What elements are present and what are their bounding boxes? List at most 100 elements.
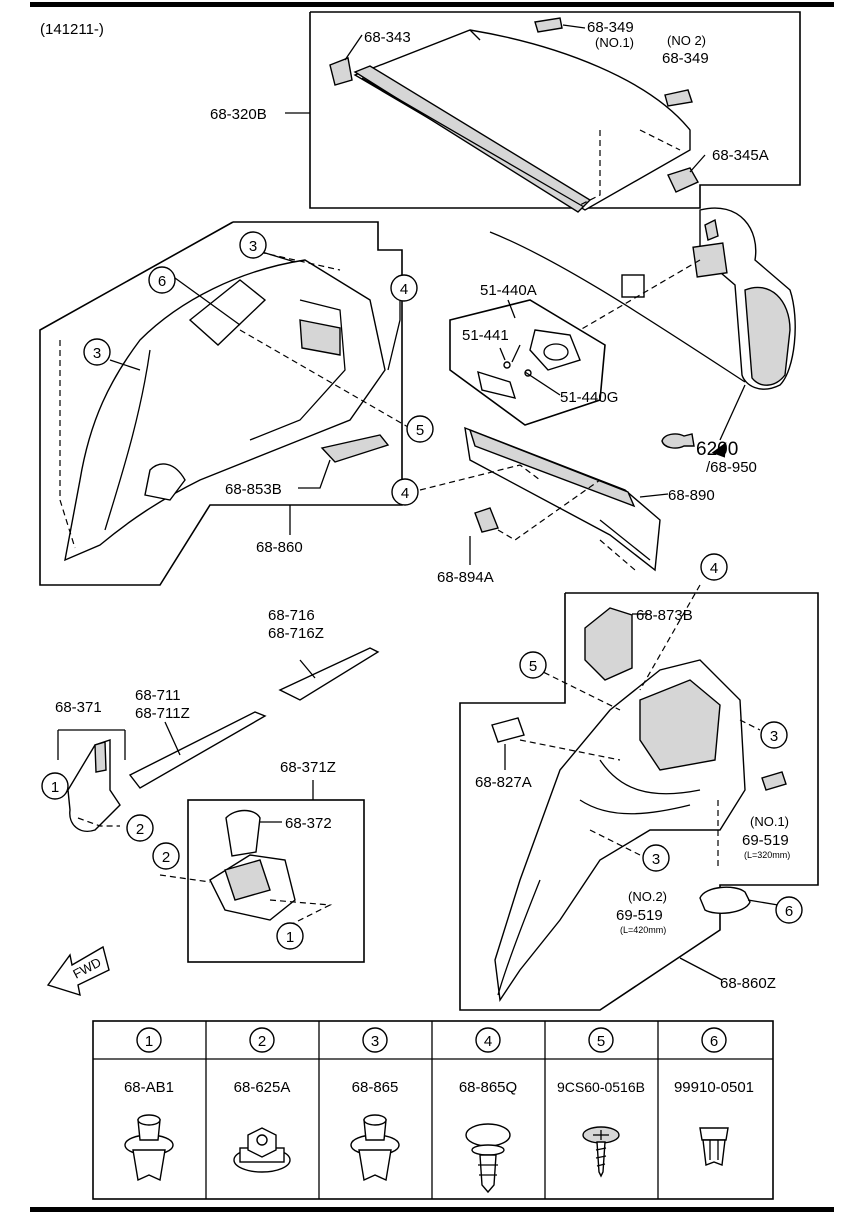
label-68-320B: 68-320B <box>210 106 267 123</box>
svg-text:3: 3 <box>93 345 101 362</box>
marker-4-a: 4 <box>390 274 418 302</box>
tree-clip-icon <box>465 1123 511 1194</box>
bracket-68-873B[interactable] <box>584 607 633 681</box>
svg-text:1: 1 <box>51 779 59 796</box>
marker-2-a: 2 <box>126 814 154 842</box>
pad-69-519-no1[interactable] <box>761 771 787 791</box>
clip-rear[interactable] <box>704 218 719 241</box>
label-68-853B: 68-853B <box>225 481 282 498</box>
marker-1-b: 1 <box>276 922 304 950</box>
label-69-519-no1: 69-519 <box>742 832 789 849</box>
table-part-1: 68-AB1 <box>124 1079 174 1096</box>
label-l320: (L=320mm) <box>744 850 790 860</box>
svg-text:2: 2 <box>258 1033 266 1050</box>
svg-text:5: 5 <box>416 422 424 439</box>
label-51-440A: 51-440A <box>480 282 537 299</box>
table-header-6: 6 <box>701 1027 727 1053</box>
screw-icon <box>582 1126 620 1178</box>
fwd-arrow-icon: FWD <box>46 945 110 997</box>
lamp-group <box>449 299 606 426</box>
label-69-519-no2: 69-519 <box>616 907 663 924</box>
trim-cover[interactable] <box>188 279 267 346</box>
label-68-372: 68-372 <box>285 815 332 832</box>
cover-68-372[interactable] <box>225 809 261 857</box>
svg-text:3: 3 <box>652 851 660 868</box>
marker-5-b: 5 <box>519 651 547 679</box>
pad-69-519-no2[interactable] <box>699 886 751 914</box>
svg-text:2: 2 <box>162 849 170 866</box>
label-68-827A: 68-827A <box>475 774 532 791</box>
table-part-4: 68-865Q <box>459 1079 517 1096</box>
push-rivet-icon <box>350 1114 400 1182</box>
label-51-440G: 51-440G <box>560 389 618 406</box>
lamp-housing[interactable] <box>529 329 581 371</box>
tonneau-cover[interactable] <box>353 29 691 211</box>
label-68-890: 68-890 <box>668 487 715 504</box>
marker-6-a: 6 <box>148 266 176 294</box>
table-header-3: 3 <box>362 1027 388 1053</box>
label-68-716Z: 68-716Z <box>268 625 324 642</box>
label-no1: (NO.1) <box>595 35 634 50</box>
end-cap-right[interactable] <box>667 167 699 193</box>
diagram-code: (141211-) <box>40 21 104 38</box>
marker-3-a: 3 <box>239 231 267 259</box>
clip-no1[interactable] <box>534 17 563 33</box>
svg-text:4: 4 <box>484 1033 492 1050</box>
bracket-68-853B[interactable] <box>320 434 390 463</box>
label-l420: (L=420mm) <box>620 925 666 935</box>
pad-68-827A[interactable] <box>491 717 525 743</box>
sill-plate[interactable] <box>464 426 661 572</box>
label-no1-b: (NO.1) <box>750 814 789 829</box>
table-header-1: 1 <box>136 1027 162 1053</box>
bottom-rule <box>30 1207 834 1212</box>
tonneau-cover-group <box>285 11 801 213</box>
bracket-68-894A[interactable] <box>474 507 499 533</box>
svg-text:3: 3 <box>371 1033 379 1050</box>
svg-text:2: 2 <box>136 821 144 838</box>
marker-2-b: 2 <box>152 842 180 870</box>
lamp-lens[interactable] <box>477 370 517 399</box>
right-trim-group <box>459 584 819 1011</box>
svg-text:5: 5 <box>529 658 537 675</box>
bracket-68-371[interactable] <box>67 739 121 832</box>
marker-1-a: 1 <box>41 772 69 800</box>
fastener-table: 1 2 3 4 5 6 68-AB1 68-625A 68-865 68-865… <box>92 1020 774 1200</box>
label-68-860Z: 68-860Z <box>720 975 776 992</box>
bulb-6200[interactable] <box>661 433 695 449</box>
svg-text:4: 4 <box>710 560 718 577</box>
svg-text:6: 6 <box>785 903 793 920</box>
sill-plate-group <box>419 426 669 572</box>
grommet-icon <box>699 1127 729 1166</box>
push-clip-icon <box>124 1114 174 1182</box>
table-part-6: 99910-0501 <box>674 1079 754 1096</box>
marker-4-c: 4 <box>700 553 728 581</box>
scuff-plate-68-711[interactable] <box>128 711 267 789</box>
table-header-4: 4 <box>475 1027 501 1053</box>
left-trim-group <box>39 221 409 586</box>
label-68-894A: 68-894A <box>437 569 494 586</box>
marker-6-b: 6 <box>775 896 803 924</box>
rear-body-outline <box>489 207 796 458</box>
marker-3-d: 3 <box>642 844 670 872</box>
svg-text:4: 4 <box>401 485 409 502</box>
label-68-716: 68-716 <box>268 607 315 624</box>
svg-text:6: 6 <box>710 1033 718 1050</box>
end-cap-left[interactable] <box>329 57 353 86</box>
clip-no2[interactable] <box>664 89 693 107</box>
label-51-441: 51-441 <box>462 327 509 344</box>
label-68-345A: 68-345A <box>712 147 769 164</box>
label-68-711Z: 68-711Z <box>135 705 190 722</box>
label-68-860: 68-860 <box>256 539 303 556</box>
table-part-5: 9CS60-0516B <box>557 1079 645 1095</box>
label-68-711: 68-711 <box>135 687 181 704</box>
table-part-2: 68-625A <box>234 1079 291 1096</box>
label-68-349-no2: 68-349 <box>662 50 709 67</box>
svg-text:5: 5 <box>597 1033 605 1050</box>
scuff-plate-68-716[interactable] <box>278 647 380 701</box>
label-no2: (NO 2) <box>667 33 706 48</box>
label-68-343: 68-343 <box>364 29 411 46</box>
marker-5-a: 5 <box>406 415 434 443</box>
label-6200: 6200 <box>696 439 738 460</box>
bracket-68-371Z-group <box>159 780 365 963</box>
